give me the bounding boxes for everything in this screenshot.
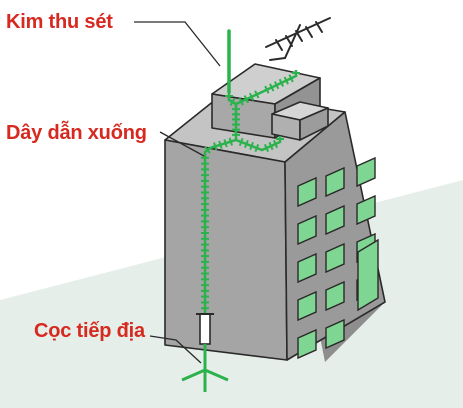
window xyxy=(325,204,345,236)
label-ground-rod: Cọc tiếp địa xyxy=(34,320,145,342)
down-conductor xyxy=(201,70,300,314)
window xyxy=(297,290,317,322)
label-lightning-rod: Kim thu sét xyxy=(6,11,113,33)
ground-rod-icon xyxy=(181,313,229,392)
window xyxy=(297,328,317,360)
leader-down-conductor xyxy=(159,131,205,157)
leader-lines xyxy=(134,21,221,364)
building-side-wall xyxy=(164,139,288,361)
window xyxy=(325,166,345,198)
window xyxy=(297,176,317,208)
window xyxy=(325,318,345,350)
label-down-conductor: Dây dẫn xuống xyxy=(6,122,147,144)
antenna-icon xyxy=(265,17,331,61)
leader-ground-rod xyxy=(149,335,202,364)
building xyxy=(164,63,386,362)
building-door xyxy=(357,238,379,312)
window xyxy=(356,156,376,188)
window xyxy=(356,194,376,226)
window xyxy=(325,242,345,274)
roof-block-small-front xyxy=(299,107,329,141)
window xyxy=(325,280,345,312)
roof-conductor-segment xyxy=(235,70,300,106)
window xyxy=(297,214,317,246)
roof-conductor-segment xyxy=(235,136,284,153)
leader-lightning-rod xyxy=(134,21,221,67)
window xyxy=(297,252,317,284)
